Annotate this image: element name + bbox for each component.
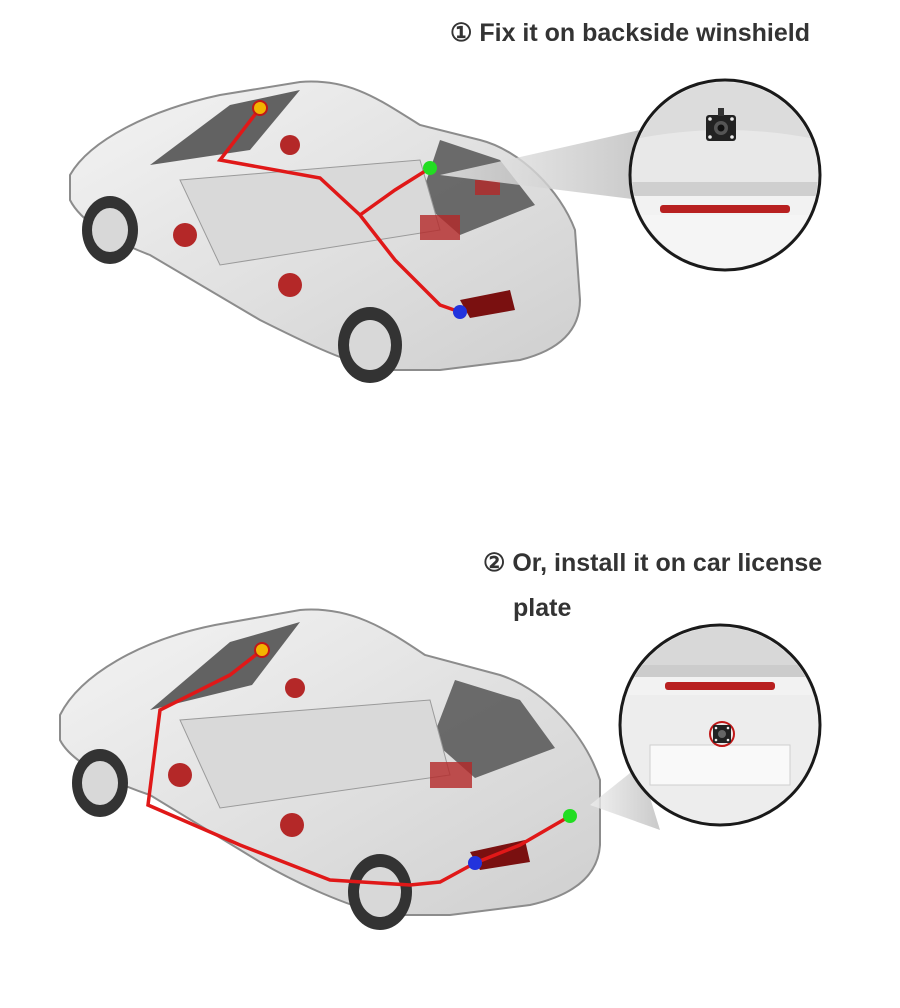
speaker-part (168, 763, 192, 787)
step-2-caption-line-2: plate (513, 594, 572, 622)
reverse-light-marker (468, 856, 482, 870)
car-illustration-1 (69, 80, 582, 383)
installation-step-1: ① Fix it on backside winshield (0, 0, 900, 480)
step-2-caption-line-1: ② Or, install it on car license (483, 549, 823, 577)
tail-light (460, 290, 515, 318)
rear-part (475, 180, 500, 195)
speaker-part (280, 135, 300, 155)
license-plate-marker (563, 809, 577, 823)
step-2-illustration (59, 608, 822, 930)
dashcam-marker (254, 642, 270, 658)
installation-step-2 (0, 500, 900, 1008)
speaker-part (278, 273, 302, 297)
step-1-caption: ① Fix it on backside winshield (450, 19, 810, 47)
camera-mount-marker (423, 161, 437, 175)
trunk-part (420, 215, 460, 240)
reverse-light-marker (453, 305, 467, 319)
backup-camera-icon (706, 108, 736, 141)
rear-windshield (432, 680, 555, 778)
backup-camera-icon (709, 721, 735, 747)
speaker-part (285, 678, 305, 698)
speaker-part (280, 813, 304, 837)
dashcam-marker (252, 100, 268, 116)
cable-route (146, 648, 476, 887)
zoom-detail-windshield (628, 78, 822, 272)
step-1-illustration (69, 78, 822, 383)
zoom-beam (440, 130, 640, 200)
speaker-part (173, 223, 197, 247)
car-illustration-2 (59, 608, 601, 930)
zoom-detail-license-plate (618, 623, 822, 827)
trunk-part (430, 762, 472, 788)
license-plate (649, 744, 791, 786)
